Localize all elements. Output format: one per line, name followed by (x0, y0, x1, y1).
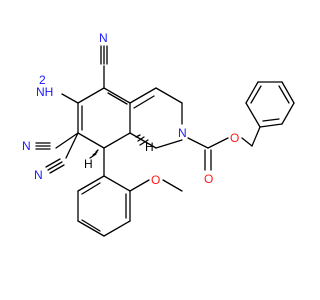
atom-label-methoxy-oxygen: O (151, 173, 160, 187)
atom-labels: N NH 2 N N N H H O O O (22, 31, 239, 187)
atom-label-stereo-h-lower: H (84, 157, 93, 171)
atom-label-nitrile-left-upper-n: N (22, 139, 31, 153)
atom-label-amine: NH (36, 85, 53, 99)
atom-label-ester-oxygen: O (230, 131, 239, 145)
atom-label-stereo-h-upper: H (145, 140, 154, 154)
atom-label-carbonyl-oxygen: O (204, 172, 213, 186)
atom-label-nitrile-top-n: N (99, 31, 108, 45)
stereo-hash-upper (135, 134, 149, 146)
atom-label-nitrile-left-lower-n: N (34, 168, 43, 182)
bond-lines (35, 45, 295, 237)
molecule-structure-diagram: N NH 2 N N N H H O O O (22, 31, 295, 237)
atom-label-amine-subscript: 2 (39, 73, 46, 87)
atom-label-ring-nitrogen: N (178, 126, 187, 140)
stereo-hash-lower (89, 149, 99, 159)
